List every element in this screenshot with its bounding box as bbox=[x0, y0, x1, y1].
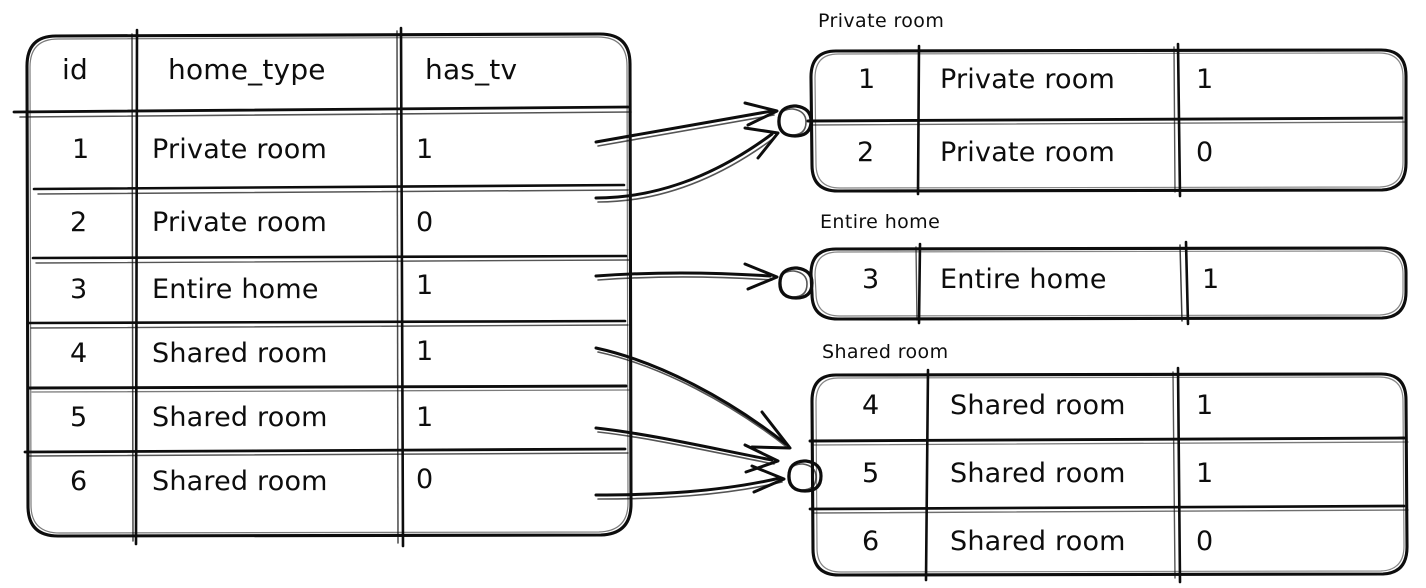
group1-row1-has-tv: 1 bbox=[1196, 64, 1214, 95]
source-table-row-rules bbox=[12, 105, 632, 457]
connector-node-shared-room bbox=[787, 459, 823, 493]
group3-row2-has-tv: 1 bbox=[1196, 458, 1214, 489]
group3-row2-home-type: Shared room bbox=[950, 458, 1126, 489]
source-row5-has-tv: 1 bbox=[416, 402, 434, 433]
source-row6-has-tv: 0 bbox=[416, 464, 434, 495]
group-table-private-room-outline bbox=[806, 42, 1408, 198]
source-row6-home-type: Shared room bbox=[152, 466, 328, 497]
group-label-shared-room: Shared room bbox=[822, 341, 949, 363]
source-table-outline bbox=[25, 32, 633, 538]
group2-row1-id: 3 bbox=[862, 264, 880, 295]
source-row1-id: 1 bbox=[72, 134, 90, 165]
source-header-home-type: home_type bbox=[168, 53, 326, 86]
group1-row2-has-tv: 0 bbox=[1196, 137, 1214, 168]
source-row4-has-tv: 1 bbox=[416, 336, 434, 367]
connector-node-private-room bbox=[777, 104, 813, 138]
group3-row1-home-type: Shared room bbox=[950, 390, 1126, 421]
group3-row1-has-tv: 1 bbox=[1196, 390, 1214, 421]
group1-row1-id: 1 bbox=[858, 64, 876, 95]
connector-node-entire-home bbox=[778, 266, 814, 300]
group-table-entire-home-outline bbox=[809, 240, 1408, 326]
group2-row1-home-type: Entire home bbox=[940, 264, 1107, 295]
arrow-row3-to-entire-home bbox=[594, 262, 779, 291]
group1-row2-id: 2 bbox=[857, 137, 875, 168]
source-row6-id: 6 bbox=[70, 466, 88, 497]
source-row1-home-type: Private room bbox=[152, 134, 327, 165]
group3-row3-has-tv: 0 bbox=[1196, 526, 1214, 557]
source-row4-home-type: Shared room bbox=[152, 338, 328, 369]
source-row1-has-tv: 1 bbox=[416, 134, 434, 165]
group3-row3-id: 6 bbox=[862, 526, 880, 557]
group3-row1-id: 4 bbox=[862, 390, 880, 421]
arrow-row2-to-private-room bbox=[594, 126, 780, 203]
source-row2-has-tv: 0 bbox=[416, 207, 434, 238]
source-header-has-tv: has_tv bbox=[425, 53, 518, 86]
group3-row3-home-type: Shared room bbox=[950, 526, 1126, 557]
group-label-private-room: Private room bbox=[818, 10, 945, 32]
source-row2-id: 2 bbox=[70, 207, 88, 238]
source-row3-home-type: Entire home bbox=[152, 274, 319, 305]
group1-row2-home-type: Private room bbox=[940, 137, 1115, 168]
source-row5-id: 5 bbox=[70, 402, 88, 433]
source-row3-has-tv: 1 bbox=[416, 270, 434, 301]
group2-row1-has-tv: 1 bbox=[1202, 264, 1220, 295]
source-row5-home-type: Shared room bbox=[152, 402, 328, 433]
source-header-id: id bbox=[62, 53, 88, 86]
source-row3-id: 3 bbox=[70, 274, 88, 305]
arrow-row1-to-private-room bbox=[594, 101, 779, 147]
source-row2-home-type: Private room bbox=[152, 207, 327, 238]
arrow-row6-to-shared-room bbox=[594, 464, 786, 500]
group1-row1-home-type: Private room bbox=[940, 64, 1115, 95]
group-table-shared-room-outline bbox=[808, 366, 1409, 584]
arrow-row4-to-shared-room bbox=[594, 346, 792, 450]
group3-row2-id: 5 bbox=[862, 458, 880, 489]
source-row4-id: 4 bbox=[70, 338, 88, 369]
group-label-entire-home: Entire home bbox=[820, 211, 941, 233]
